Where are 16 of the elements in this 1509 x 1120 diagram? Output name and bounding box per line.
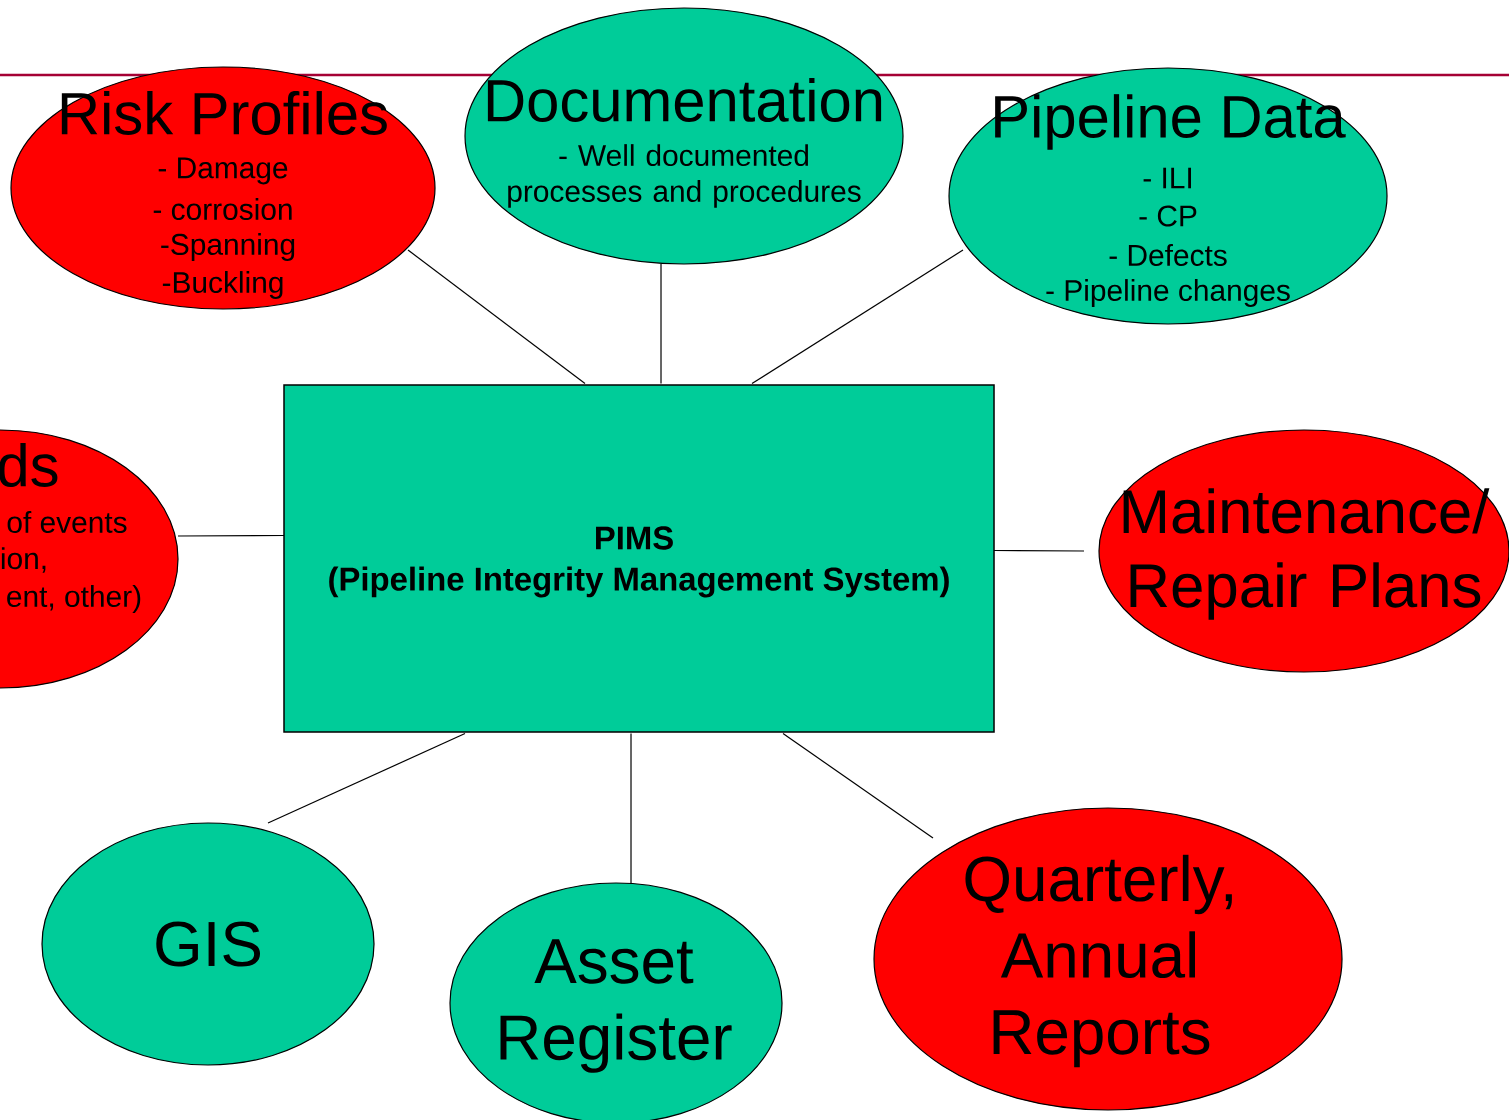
- ellipse-node: Documentation - Well documented processes and procedures: [464, 7, 904, 265]
- ellipse-node: GIS: [41, 822, 375, 1066]
- ellipse-node: Asset Register: [449, 882, 783, 1120]
- connector-line: [630, 732, 632, 885]
- connector-line: [660, 263, 662, 385]
- ellipse-node: Risk Profiles - Damage - corrosion -Spanning -Buckling: [10, 66, 436, 310]
- connector-line: [993, 549, 1085, 552]
- ellipse-node: Pipeline Data - ILI - CP - Defects - Pipeline changes: [948, 67, 1388, 325]
- connector-line: [782, 732, 934, 839]
- connector-line: [267, 732, 466, 824]
- connector-line: [751, 249, 964, 385]
- ellipse-node: Quarterly, Annual Reports: [873, 807, 1343, 1111]
- connector-line: [177, 534, 285, 537]
- process-box: PIMS (Pipeline Integrity Management System): [283, 384, 995, 733]
- connector-line: [407, 249, 586, 385]
- ellipse-node: Maintenance/ Repair Plans: [1098, 429, 1509, 673]
